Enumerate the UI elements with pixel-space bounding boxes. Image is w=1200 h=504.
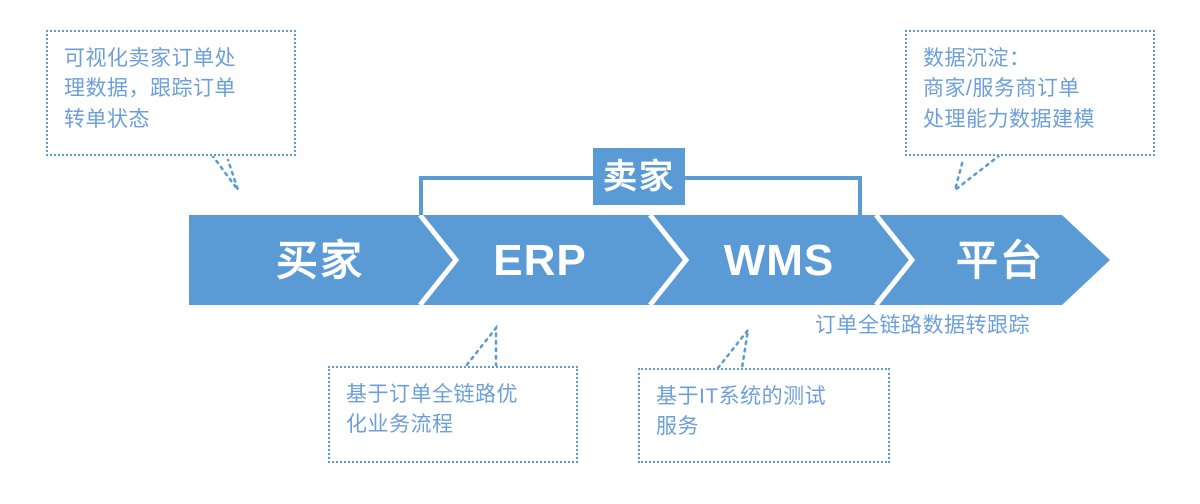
segment-label-platform: 平台: [955, 237, 1045, 284]
chevron-separator-3: [874, 213, 916, 307]
order-chain-tracking-label: 订单全链路数据转跟踪: [815, 314, 1030, 337]
callout-top-right: 数据沉淀： 商家/服务商订单 处理能力数据建模: [905, 30, 1155, 156]
callout-bottom-middle: 基于IT系统的测试 服务: [638, 368, 890, 463]
chevron-separator-2: [648, 213, 690, 307]
segment-label-wms: WMS: [723, 236, 835, 285]
callout-bottom-left: 基于订单全链路优 化业务流程: [328, 366, 578, 463]
segment-label-buyer: 买家: [275, 237, 365, 284]
seller-node-label: 卖家: [603, 157, 675, 196]
segment-label-erp: ERP: [493, 236, 587, 285]
chevron-separator-1: [418, 213, 460, 307]
callout-tail-bottom-middle: [716, 325, 750, 370]
callout-tail-top-left: [210, 153, 240, 191]
seller-node: 卖家: [593, 148, 685, 205]
callout-top-left: 可视化卖家订单处 理数据，跟踪订单 转单状态: [46, 30, 296, 156]
callout-tail-bottom-left: [464, 324, 498, 368]
callout-tail-top-right: [952, 153, 1002, 194]
